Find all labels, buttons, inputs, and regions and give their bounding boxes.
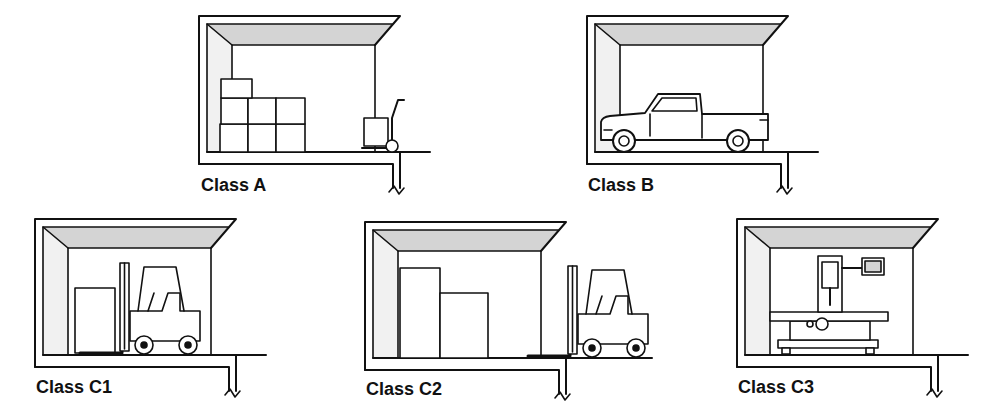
truck-window — [652, 98, 697, 111]
box — [221, 98, 248, 124]
spindle-head — [822, 262, 838, 288]
class-label: Class B — [588, 175, 654, 195]
handwheel — [816, 318, 828, 330]
room-c1 — [35, 219, 266, 397]
pickup-truck — [601, 94, 768, 152]
knob — [807, 321, 813, 327]
machine-tool — [770, 256, 888, 354]
forklift-outside — [528, 266, 648, 357]
hub — [733, 136, 743, 146]
class-label: Class A — [201, 175, 266, 195]
machine-base — [778, 340, 878, 348]
box — [220, 124, 248, 152]
room-c2 — [365, 222, 596, 400]
hand-truck — [362, 100, 404, 152]
forklift-inside — [80, 263, 200, 354]
box — [364, 118, 388, 146]
load-box — [440, 293, 488, 358]
box — [221, 79, 252, 98]
class-label: Class C3 — [738, 377, 814, 397]
spindle — [829, 288, 831, 305]
saddle — [790, 321, 870, 340]
box — [248, 124, 276, 152]
box — [248, 98, 276, 124]
wheel — [386, 140, 398, 152]
stacked-boxes — [220, 79, 305, 152]
dock-floor — [596, 357, 652, 359]
class-label: Class C2 — [366, 379, 442, 399]
hub — [619, 136, 629, 146]
column — [818, 256, 842, 312]
monitor-arm — [842, 267, 862, 269]
room-c3 — [737, 219, 968, 397]
wheel — [613, 130, 635, 152]
wheel — [727, 130, 749, 152]
class-label: Class C1 — [36, 377, 112, 397]
monitor — [862, 258, 884, 275]
load-box — [75, 288, 115, 353]
machine-foot — [782, 348, 790, 354]
box — [276, 124, 305, 152]
load-box — [400, 268, 440, 358]
room-b — [587, 16, 818, 194]
truck-frame — [362, 100, 404, 148]
room-a — [199, 16, 430, 194]
box — [276, 98, 305, 124]
machine-table — [770, 312, 888, 321]
monitor-screen — [865, 261, 881, 272]
machine-foot — [866, 348, 874, 354]
